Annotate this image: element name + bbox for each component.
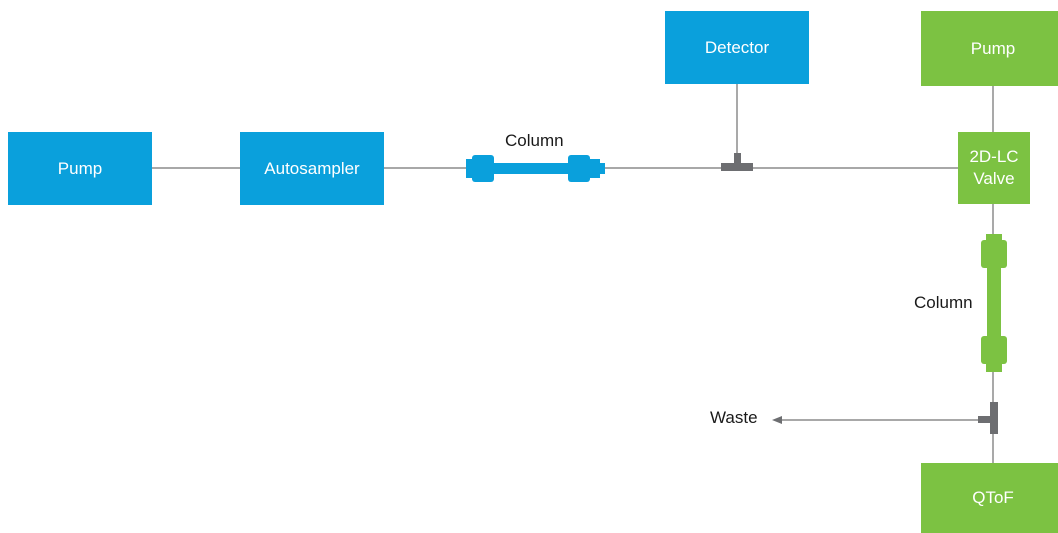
qtof-label: QToF xyxy=(972,488,1014,507)
valve-label-line1: 2D-LC xyxy=(969,147,1019,166)
pump-2-label: Pump xyxy=(970,38,1016,58)
detector-label: Detector xyxy=(704,37,770,57)
valve-label-line2: Valve xyxy=(973,169,1015,188)
waste-arrowhead xyxy=(772,416,782,424)
pump-2-box: Pump xyxy=(921,11,1058,86)
2d-lc-valve-box: 2D-LC Valve xyxy=(958,132,1030,204)
qtof-box: QToF xyxy=(921,463,1058,533)
pump-1-box: Pump xyxy=(8,132,152,205)
tee-connector-1 xyxy=(721,153,753,171)
column-2-label: Column xyxy=(914,293,973,312)
column-2-icon xyxy=(981,234,1007,372)
column-1-icon xyxy=(466,155,605,182)
waste-label: Waste xyxy=(710,408,758,427)
autosampler-label: Autosampler xyxy=(264,158,360,178)
autosampler-box: Autosampler xyxy=(240,132,384,205)
pump-1-label: Pump xyxy=(57,158,103,178)
detector-box: Detector xyxy=(665,11,809,84)
tee-connector-2 xyxy=(978,402,998,434)
column-1-label: Column xyxy=(505,131,564,150)
